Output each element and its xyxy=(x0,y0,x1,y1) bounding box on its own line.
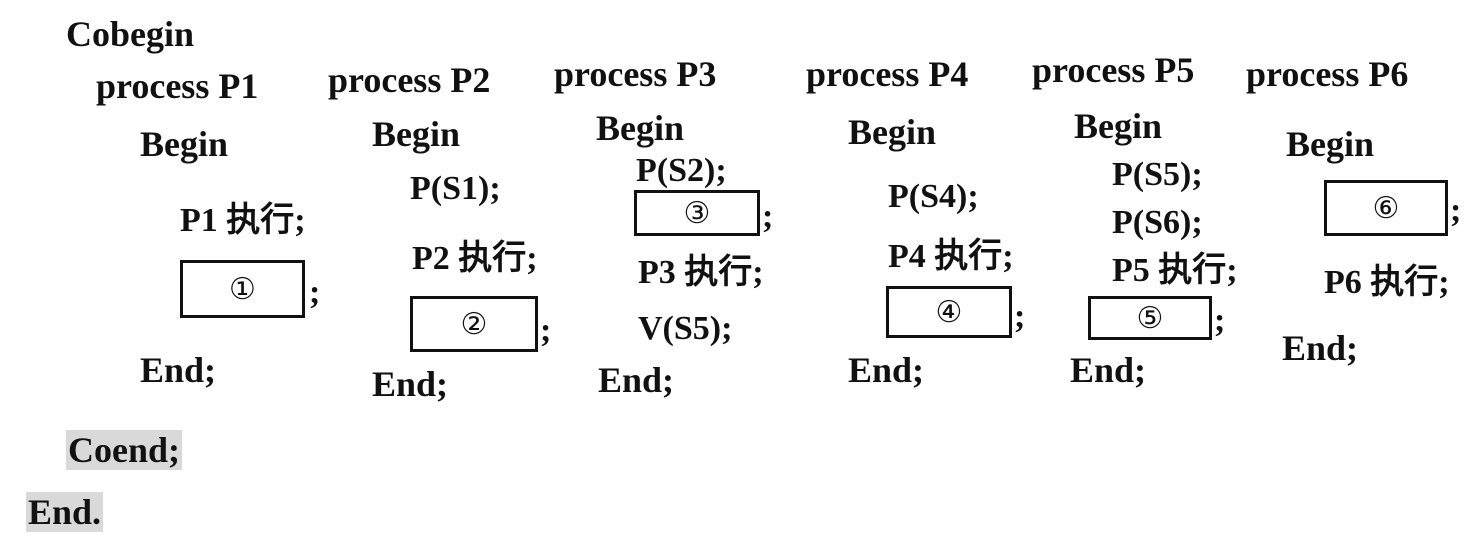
end-keyword: End. xyxy=(26,492,104,532)
cobegin-keyword: Cobegin xyxy=(66,14,195,54)
process-p2-header: process P2 xyxy=(328,60,491,100)
process-p3-header: process P3 xyxy=(554,54,717,94)
process-p3-end: End; xyxy=(598,360,675,400)
process-p1-exec: P1 执行; xyxy=(180,202,306,239)
process-p2-p-s1: P(S1); xyxy=(410,170,501,207)
process-p1-end: End; xyxy=(140,350,217,390)
end-text: End. xyxy=(26,492,104,532)
blank-box-4: ④ xyxy=(886,286,1012,338)
process-p5-p-s6: P(S6); xyxy=(1112,204,1203,241)
process-p5-begin: Begin xyxy=(1074,106,1163,146)
process-p6-end: End; xyxy=(1282,328,1359,368)
process-p2-end: End; xyxy=(372,364,449,404)
blank-3-semicolon: ; xyxy=(762,198,774,235)
blank-5-semicolon: ; xyxy=(1214,302,1226,339)
process-p6-exec: P6 执行; xyxy=(1324,264,1450,301)
process-p1-begin: Begin xyxy=(140,124,229,164)
blank-box-6: ⑥ xyxy=(1324,180,1448,236)
process-p4-begin: Begin xyxy=(848,112,937,152)
process-p2-exec: P2 执行; xyxy=(412,240,538,277)
process-p5-end: End; xyxy=(1070,350,1147,390)
blank-2-semicolon: ; xyxy=(540,312,552,349)
process-p4-p-s4: P(S4); xyxy=(888,178,979,215)
process-p4-header: process P4 xyxy=(806,54,969,94)
process-p4-end: End; xyxy=(848,350,925,390)
process-p6-header: process P6 xyxy=(1246,54,1409,94)
process-p3-exec: P3 执行; xyxy=(638,254,764,291)
process-p1-header: process P1 xyxy=(96,66,259,106)
blank-box-2: ② xyxy=(410,296,538,352)
blank-box-5: ⑤ xyxy=(1088,296,1212,340)
process-p6-begin: Begin xyxy=(1286,124,1375,164)
process-p2-begin: Begin xyxy=(372,114,461,154)
process-p3-p-s2: P(S2); xyxy=(636,152,727,189)
process-p5-p-s5: P(S5); xyxy=(1112,156,1203,193)
process-p5-header: process P5 xyxy=(1032,50,1195,90)
blank-1-semicolon: ; xyxy=(309,274,321,311)
process-p4-exec: P4 执行; xyxy=(888,238,1014,275)
blank-box-1: ① xyxy=(180,260,305,318)
coend-text: Coend; xyxy=(66,430,183,470)
process-p3-v-s5: V(S5); xyxy=(638,310,733,347)
blank-4-semicolon: ; xyxy=(1014,298,1026,335)
coend-keyword: Coend; xyxy=(66,430,183,470)
process-p5-exec: P5 执行; xyxy=(1112,252,1238,289)
blank-box-3: ③ xyxy=(634,190,760,236)
blank-6-semicolon: ; xyxy=(1450,192,1462,229)
process-p3-begin: Begin xyxy=(596,108,685,148)
